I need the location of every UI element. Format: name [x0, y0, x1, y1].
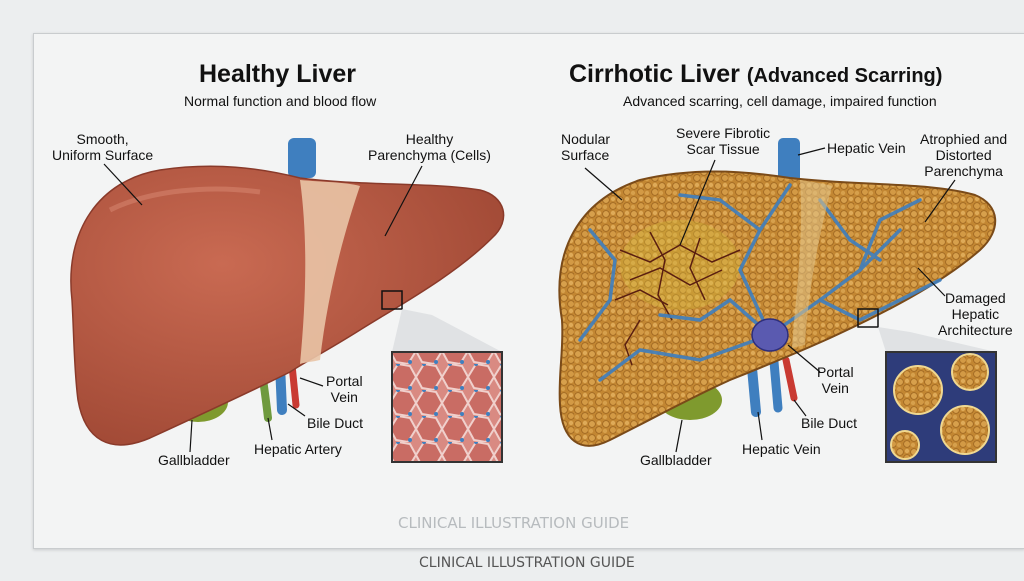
cirrhotic-liver-body	[558, 170, 997, 447]
zoom-marker-cirrhotic	[857, 308, 879, 328]
bile-duct-healthy	[288, 361, 300, 409]
healthy-cells-inset	[391, 351, 503, 463]
healthy-liver-body	[70, 165, 505, 446]
cirrhotic-title-suffix: (Advanced Scarring)	[746, 65, 943, 87]
label-healthy-parenchyma: Healthy Parenchyma (Cells)	[368, 131, 491, 163]
cirrhotic-liver-subtitle: Advanced scarring, cell damage, impaired…	[623, 93, 937, 109]
portal-vein-cirrhotic	[769, 357, 783, 413]
falciform-ligament	[300, 180, 360, 364]
hepatic-vein-top-healthy	[288, 138, 316, 178]
label-portal-vein-healthy: Portal Vein	[326, 373, 363, 405]
healthy-liver-title: Healthy Liver	[199, 60, 357, 88]
healthy-liver-subtitle: Normal function and blood flow	[184, 93, 377, 109]
label-hepatic-vein-bottom: Hepatic Vein	[742, 441, 821, 457]
portal-vein-node	[751, 318, 789, 352]
cirrhotic-liver	[558, 138, 997, 463]
cirrhotic-nodules-inset	[885, 351, 997, 463]
label-fibrotic-scar: Severe Fibrotic Scar Tissue	[676, 125, 771, 157]
cirrhotic-liver-title: Cirrhotic Liver (Advanced Scarring)	[569, 60, 942, 89]
cirrhotic-title-main: Cirrhotic Liver	[569, 60, 740, 88]
label-bile-duct-healthy: Bile Duct	[307, 415, 364, 431]
hepatic-vein-top-cirrhotic	[778, 138, 800, 183]
watermark-inner: CLINICAL ILLUSTRATION GUIDE	[398, 514, 630, 532]
healthy-liver	[70, 138, 505, 463]
label-gallbladder-cirrhotic: Gallbladder	[640, 452, 712, 468]
label-portal-vein-cirrhotic: Portal Vein	[817, 364, 854, 396]
label-smooth-surface: Smooth, Uniform Surface	[52, 131, 154, 163]
zoom-marker-healthy	[381, 290, 403, 310]
bile-duct-cirrhotic	[782, 356, 798, 402]
label-bile-duct-cirrhotic: Bile Duct	[801, 415, 858, 431]
label-hepatic-vein-top: Hepatic Vein	[827, 140, 906, 156]
label-damaged-architecture: Damaged Hepatic Architecture	[938, 290, 1013, 338]
label-atrophied-parenchyma: Atrophied and Distorted Parenchyma	[920, 131, 1008, 179]
label-gallbladder-healthy: Gallbladder	[158, 452, 230, 468]
hepatic-vein-bottom-cirrhotic	[747, 363, 761, 417]
label-hepatic-artery: Hepatic Artery	[254, 441, 342, 457]
label-nodular-surface: Nodular Surface	[561, 131, 611, 163]
watermark-outer: CLINICAL ILLUSTRATION GUIDE	[419, 555, 635, 571]
